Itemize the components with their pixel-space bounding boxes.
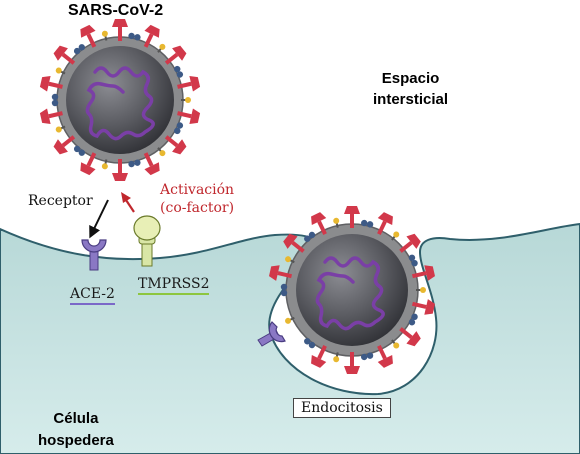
spike-protein bbox=[53, 135, 76, 155]
membrane-protein bbox=[51, 93, 59, 107]
host-label-line1: Célula bbox=[53, 410, 99, 427]
membrane-protein bbox=[55, 67, 66, 75]
receptor-label: Receptor bbox=[28, 193, 93, 209]
activation-arrow-head bbox=[121, 192, 131, 203]
membrane-protein bbox=[416, 287, 426, 293]
membrane-protein bbox=[55, 125, 66, 133]
activation-label: Activación (co-factor) bbox=[160, 181, 234, 217]
spike-protein bbox=[268, 265, 292, 281]
spike-protein bbox=[311, 212, 327, 236]
membrane-protein bbox=[174, 122, 184, 135]
activation-label-line2: (co-factor) bbox=[160, 200, 235, 216]
spike-protein bbox=[377, 344, 393, 368]
membrane-protein bbox=[73, 44, 86, 55]
membrane-protein bbox=[128, 32, 141, 41]
interstitial-space-label: Espacio intersticial bbox=[373, 68, 448, 110]
spike-protein bbox=[53, 45, 76, 65]
spike-protein bbox=[80, 152, 97, 176]
viral-rna bbox=[315, 256, 385, 331]
membrane-protein bbox=[73, 145, 86, 156]
viral-core bbox=[296, 234, 408, 346]
space-label-line2: intersticial bbox=[373, 91, 449, 108]
endocytosed-virion bbox=[285, 223, 419, 357]
spike-proteins bbox=[39, 19, 201, 181]
spike-protein bbox=[177, 75, 201, 92]
membrane-protein bbox=[174, 65, 184, 78]
spike-protein bbox=[311, 344, 327, 368]
membrane-protein bbox=[101, 159, 108, 170]
tmprss2-label: TMPRSS2 bbox=[138, 276, 210, 295]
sars-cov-2-virion bbox=[56, 36, 184, 164]
spike-protein bbox=[112, 159, 128, 181]
membrane-protein bbox=[128, 159, 141, 168]
endocytosis-label: Endocitosis bbox=[293, 398, 391, 418]
spike-protein bbox=[143, 152, 160, 176]
activation-label-line1: Activación bbox=[160, 182, 235, 198]
membrane-protein bbox=[280, 283, 288, 297]
membrane-protein bbox=[157, 147, 166, 157]
virus-title: SARS-CoV-2 bbox=[68, 2, 164, 19]
membrane-protein bbox=[181, 97, 191, 103]
spike-protein bbox=[112, 19, 128, 41]
spike-protein bbox=[39, 75, 63, 92]
membrane-protein bbox=[304, 338, 316, 349]
spike-proteins bbox=[268, 206, 436, 374]
activation-arrow bbox=[125, 199, 135, 213]
membrane-protein bbox=[304, 231, 316, 242]
spike-protein bbox=[164, 45, 187, 65]
spike-protein bbox=[412, 265, 436, 281]
spike-protein bbox=[164, 135, 187, 155]
membrane-protein bbox=[101, 30, 108, 41]
host-label-line2: hospedera bbox=[38, 432, 114, 449]
spike-protein bbox=[143, 24, 160, 48]
host-cell bbox=[0, 222, 580, 454]
membrane-protein bbox=[157, 43, 166, 53]
spike-protein bbox=[412, 299, 436, 315]
spike-protein bbox=[344, 352, 360, 374]
spike-protein bbox=[377, 212, 393, 236]
space-label-line1: Espacio bbox=[381, 70, 440, 87]
membrane-protein bbox=[408, 254, 418, 267]
spike-protein bbox=[283, 233, 305, 253]
membrane-protein bbox=[408, 313, 418, 326]
membrane-protein bbox=[391, 339, 400, 349]
ace2-label: ACE-2 bbox=[70, 286, 115, 305]
membrane-protein bbox=[333, 217, 340, 228]
membrane-protein bbox=[285, 316, 295, 324]
tmprss2-protein bbox=[133, 215, 161, 267]
viral-rna bbox=[85, 66, 155, 141]
spike-protein bbox=[39, 108, 63, 125]
receptor-binding-arrow bbox=[89, 199, 109, 239]
spike-protein bbox=[177, 108, 201, 125]
spike-protein bbox=[80, 24, 97, 48]
ace2-bound-receptor bbox=[257, 321, 286, 347]
spike-protein bbox=[399, 327, 421, 347]
spike-protein bbox=[344, 206, 360, 228]
membrane-protein bbox=[285, 256, 295, 264]
ace2-receptor bbox=[81, 239, 107, 271]
host-cell-label: Célula hospedera bbox=[38, 408, 114, 452]
spike-protein bbox=[399, 233, 421, 253]
membrane-protein bbox=[361, 219, 374, 228]
membrane-protein bbox=[361, 352, 374, 361]
membrane-protein bbox=[333, 352, 340, 363]
membrane-protein bbox=[391, 231, 400, 241]
